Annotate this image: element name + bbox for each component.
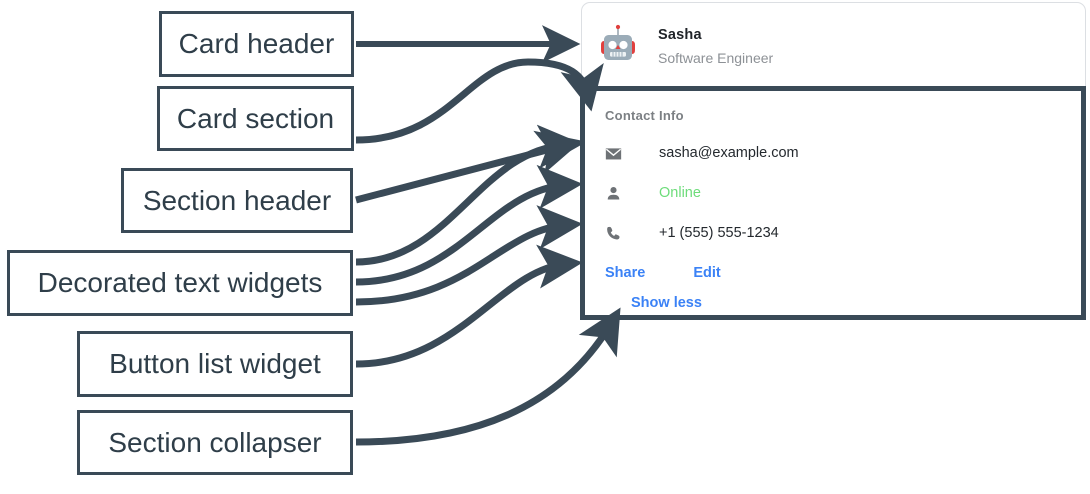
callout-card-header: Card header [159, 11, 354, 77]
card-title: Sasha [658, 26, 702, 43]
arrow-card-section [355, 58, 604, 144]
arrow-section-header [355, 130, 583, 204]
arrow-section-collapser [355, 307, 621, 446]
share-button[interactable]: Share [605, 265, 646, 281]
card-subtitle: Software Engineer [658, 49, 774, 66]
decorated-text-widget-email: sasha@example.com [605, 133, 1081, 173]
decorated-text-widget-phone: +1 (555) 555-1234 [605, 213, 1081, 253]
callout-section-collapser: Section collapser [77, 410, 353, 475]
section-header: Contact Info [605, 108, 684, 123]
section-collapser-button[interactable]: Show less [631, 295, 702, 311]
arrow-button-list [355, 244, 583, 368]
button-list-widget: Share Edit [605, 257, 1081, 289]
arrow-decorated-text-1 [355, 124, 583, 266]
decorated-text-label: +1 (555) 555-1234 [659, 225, 779, 241]
decorated-text-label: Online [659, 185, 701, 201]
callout-decorated-text-widgets: Decorated text widgets [7, 250, 353, 316]
callout-card-section: Card section [157, 86, 354, 151]
callout-label: Button list widget [109, 348, 321, 379]
decorated-text-widget-status: Online [605, 173, 1081, 213]
callout-button-list-widget: Button list widget [77, 331, 353, 397]
card-header-text: Sasha Software Engineer [658, 27, 773, 66]
phone-icon [605, 225, 627, 242]
callout-label: Card section [176, 102, 335, 134]
callout-section-header: Section header [121, 168, 353, 233]
decorated-text-label: sasha@example.com [659, 145, 799, 161]
callout-label: Decorated text widgets [37, 267, 323, 298]
card-section: Contact Info sasha@example.com Online [580, 86, 1086, 320]
callout-label: Section collapser [108, 426, 322, 458]
callout-label: Section header [142, 184, 332, 216]
callout-label: Card header [178, 28, 335, 59]
arrow-decorated-text-2 [355, 164, 583, 286]
robot-avatar-icon [601, 24, 635, 60]
arrow-decorated-text-3 [355, 205, 583, 306]
card-header: Sasha Software Engineer [582, 3, 1085, 87]
person-icon [605, 185, 627, 202]
email-icon [605, 145, 627, 162]
edit-button[interactable]: Edit [693, 265, 721, 281]
